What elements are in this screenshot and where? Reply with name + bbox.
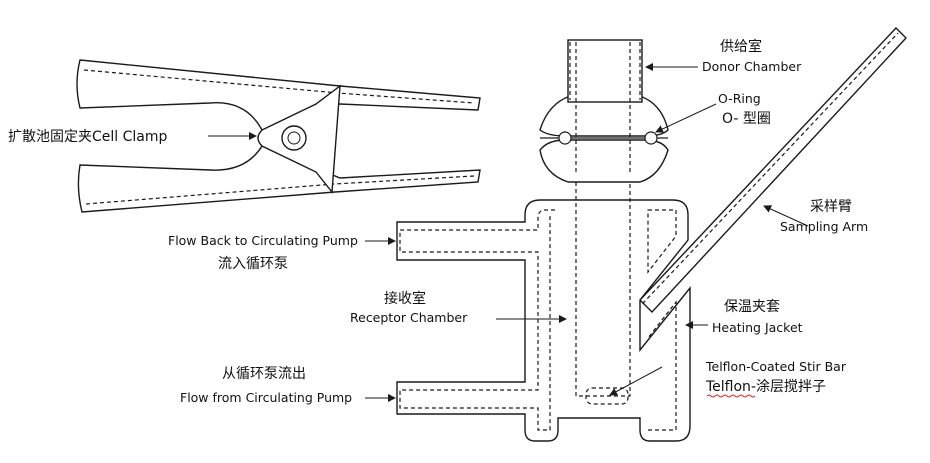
donor-chamber-tube (567, 39, 643, 103)
leader-sampling (763, 205, 809, 227)
stir-bar (585, 387, 629, 405)
label-stir-zh-rest: -涂层搅拌子 (751, 379, 826, 395)
receptor-body (396, 175, 691, 442)
label-sampling-en: Sampling Arm (780, 219, 868, 234)
label-flow-back-zh: 流入循环泵 (218, 256, 288, 272)
label-heating-zh: 保温夹套 (724, 299, 780, 315)
label-donor-en: Donor Chamber (702, 59, 802, 74)
label-stir-en: Telflon-Coated Stir Bar (705, 359, 847, 374)
label-stir-zh-prefix: Telflon (705, 379, 751, 395)
cell-clamp (76, 59, 481, 213)
heating-jacket-inner-right (647, 209, 677, 274)
leader-stir-bar (609, 366, 663, 396)
upper-flange (539, 95, 669, 137)
lower-flange (539, 139, 669, 183)
label-flow-from-zh: 从循环泵流出 (222, 366, 306, 382)
o-ring-left (558, 131, 572, 145)
label-flow-back-en: Flow Back to Circulating Pump (168, 233, 358, 248)
label-receptor-zh: 接收室 (384, 290, 426, 307)
sampling-arm-tube (639, 26, 907, 314)
heating-jacket-outer (396, 199, 691, 442)
clamp-lower-jaw (77, 145, 481, 213)
o-ring-right (644, 131, 658, 145)
label-flow-from-en: Flow from Circulating Pump (180, 390, 352, 405)
clamp-upper-jaw (76, 59, 481, 131)
donor-assembly (539, 39, 669, 183)
label-oring-en: O-Ring (718, 91, 761, 106)
heating-jacket-inner-lower-right (647, 300, 677, 431)
clamp-lower-jaw-dashes (85, 175, 475, 205)
label-cell-clamp: 扩散池固定夹Cell Clamp (8, 129, 167, 145)
label-oring-zh: O- 型圈 (722, 111, 771, 127)
clamp-pivot-hole (287, 131, 301, 145)
spellcheck-squiggle (706, 394, 756, 398)
label-donor-zh: 供给室 (720, 38, 762, 55)
label-heating-en: Heating Jacket (712, 320, 803, 335)
receptor-inner-dashes (575, 175, 631, 397)
leader-oring (655, 103, 717, 133)
label-sampling-zh: 采样臂 (810, 199, 852, 215)
label-stir-zh: Telflon-涂层搅拌子 (705, 379, 826, 395)
heating-jacket-inner-left (399, 209, 555, 431)
label-receptor-en: Receptor Chamber (350, 310, 468, 325)
